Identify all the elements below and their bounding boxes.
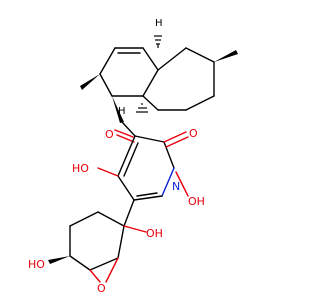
atom-o-epoxide: O [97, 282, 106, 295]
ketone-linker [112, 96, 136, 143]
methyl-groups [80, 50, 238, 90]
decalin-right-ring [142, 47, 215, 111]
structure-svg: H H [28, 18, 238, 295]
atom-ho-left: HO [72, 162, 89, 175]
atom-n-ring: N [172, 180, 180, 193]
methyl-wedge-left [80, 74, 100, 90]
molecule-diagram: H H [28, 18, 238, 295]
atom-oh-quat: OH [146, 227, 163, 240]
atom-h-top: H [155, 18, 163, 29]
pyridinone-substituents [97, 131, 189, 227]
stereo-h-top: H [154, 18, 163, 48]
stereo-h-mid: H [118, 103, 148, 117]
decalin-left-ring [99, 47, 159, 97]
atom-labels: HO O O N OH OH HO O [28, 127, 205, 295]
pyridinone-ring [117, 135, 175, 201]
atom-oh-n: OH [188, 195, 205, 208]
atom-o-amide: O [189, 127, 198, 140]
atom-o-keto: O [105, 128, 114, 141]
cyclohexane-ring [48, 211, 147, 283]
methyl-wedge-right [214, 50, 238, 62]
atom-h-mid: H [118, 106, 126, 117]
atom-ho-bottom: HO [28, 258, 45, 271]
